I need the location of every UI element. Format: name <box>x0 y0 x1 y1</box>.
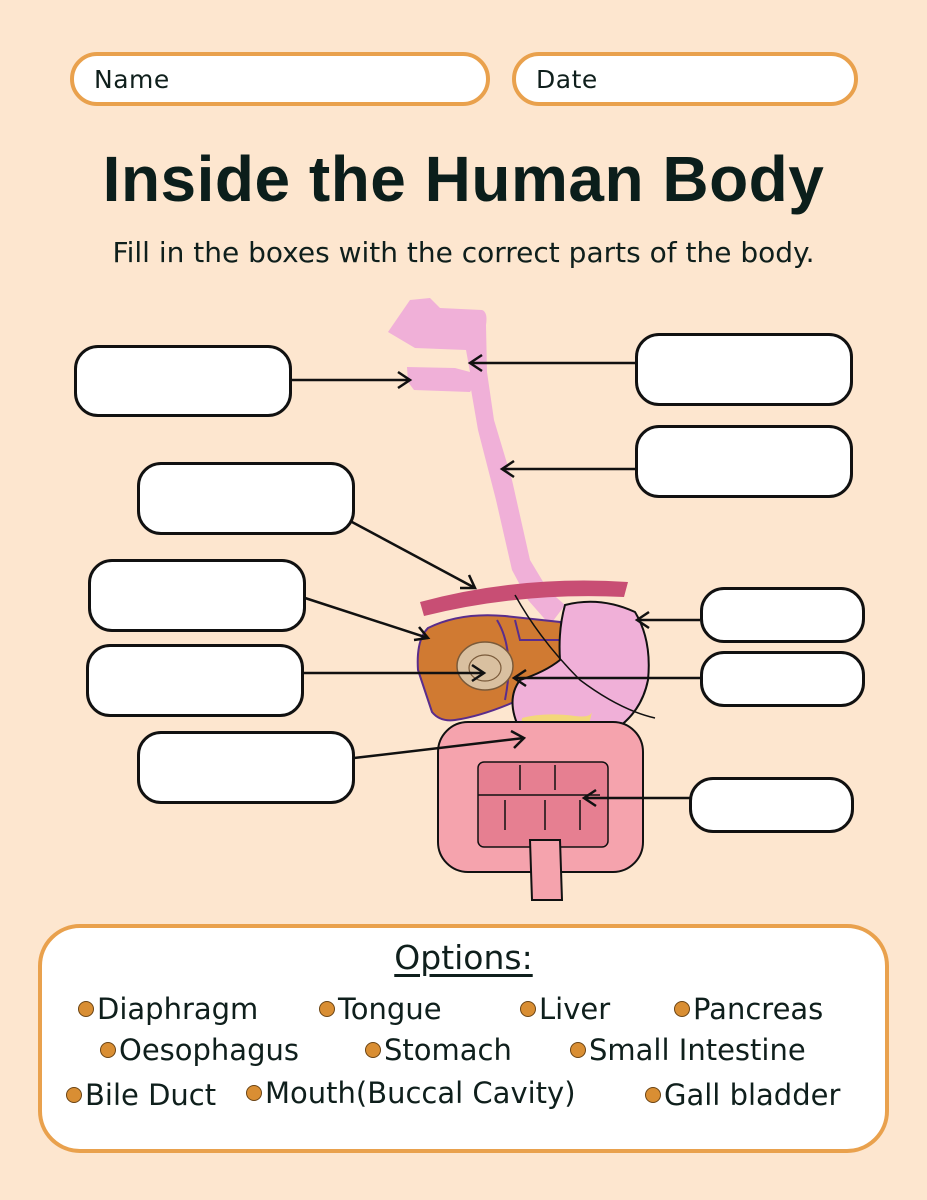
label-box-mouth[interactable] <box>74 345 292 417</box>
mouth-shape <box>388 298 487 372</box>
stomach-curve <box>514 594 656 719</box>
arrowhead-stomach <box>634 610 650 630</box>
label-box-small-intestine[interactable] <box>689 777 854 833</box>
bullet-icon <box>645 1087 661 1103</box>
label-box-stomach[interactable] <box>700 587 865 643</box>
option-item: Small Intestine <box>570 1033 806 1067</box>
name-label: Name <box>94 64 170 94</box>
gall-bladder-inner <box>468 654 502 682</box>
label-box-bile-duct[interactable] <box>700 651 865 707</box>
bullet-icon <box>674 1001 690 1017</box>
bullet-icon <box>100 1042 116 1058</box>
arrowhead-small-intestine <box>581 788 597 808</box>
leader-arrows <box>292 353 700 808</box>
option-item: Bile Duct <box>66 1078 216 1112</box>
arrowhead-bile-duct <box>511 668 527 688</box>
option-item: Gall bladder <box>645 1078 840 1112</box>
arrowhead-oesophagus <box>499 459 515 479</box>
small-intestine-shape <box>477 761 609 848</box>
bullet-icon <box>66 1087 82 1103</box>
label-box-diaphragm[interactable] <box>137 462 355 535</box>
arrow-pancreas <box>353 736 525 760</box>
arrow-diaphragm <box>351 520 476 590</box>
options-panel: Options: Diaphragm Tongue Liver Pancreas… <box>38 924 889 1153</box>
label-box-tongue[interactable] <box>635 333 853 406</box>
digestive-system-illustration <box>292 298 700 901</box>
arrow-liver <box>304 596 429 640</box>
tongue-shape <box>407 367 478 392</box>
label-box-liver[interactable] <box>88 559 306 632</box>
option-item: Mouth(Buccal Cavity) <box>246 1076 576 1110</box>
arrowhead-mouth <box>397 370 413 390</box>
rectum-shape <box>528 839 564 901</box>
option-item: Pancreas <box>674 992 823 1026</box>
bullet-icon <box>246 1085 262 1101</box>
option-item: Diaphragm <box>78 992 258 1026</box>
bullet-icon <box>570 1042 586 1058</box>
bullet-icon <box>319 1001 335 1017</box>
bullet-icon <box>520 1001 536 1017</box>
option-item: Oesophagus <box>100 1033 299 1067</box>
name-field[interactable]: Name <box>70 52 490 106</box>
arrowhead-diaphragm <box>460 574 477 590</box>
arrowhead-tongue <box>467 353 483 373</box>
bullet-icon <box>78 1001 94 1017</box>
label-box-oesophagus[interactable] <box>635 425 853 498</box>
page-subtitle: Fill in the boxes with the correct parts… <box>112 236 815 269</box>
option-item: Liver <box>520 992 610 1026</box>
date-field[interactable]: Date <box>512 52 858 106</box>
arrowhead-gall-bladder <box>471 663 487 683</box>
label-box-gall-bladder[interactable] <box>86 644 304 717</box>
gall-bladder-shape <box>456 641 514 691</box>
option-item: Stomach <box>365 1033 512 1067</box>
arrowhead-pancreas <box>510 729 527 749</box>
arrowhead-liver <box>413 626 431 642</box>
diaphragm-shape <box>420 580 628 616</box>
page-title: Inside the Human Body <box>102 143 825 215</box>
oesophagus-shape <box>468 372 565 625</box>
intestine-fold-lines <box>478 765 600 830</box>
date-label: Date <box>536 64 598 94</box>
bullet-icon <box>365 1042 381 1058</box>
label-box-pancreas[interactable] <box>137 731 355 804</box>
options-title: Options: <box>394 938 533 977</box>
option-item: Tongue <box>319 992 442 1026</box>
